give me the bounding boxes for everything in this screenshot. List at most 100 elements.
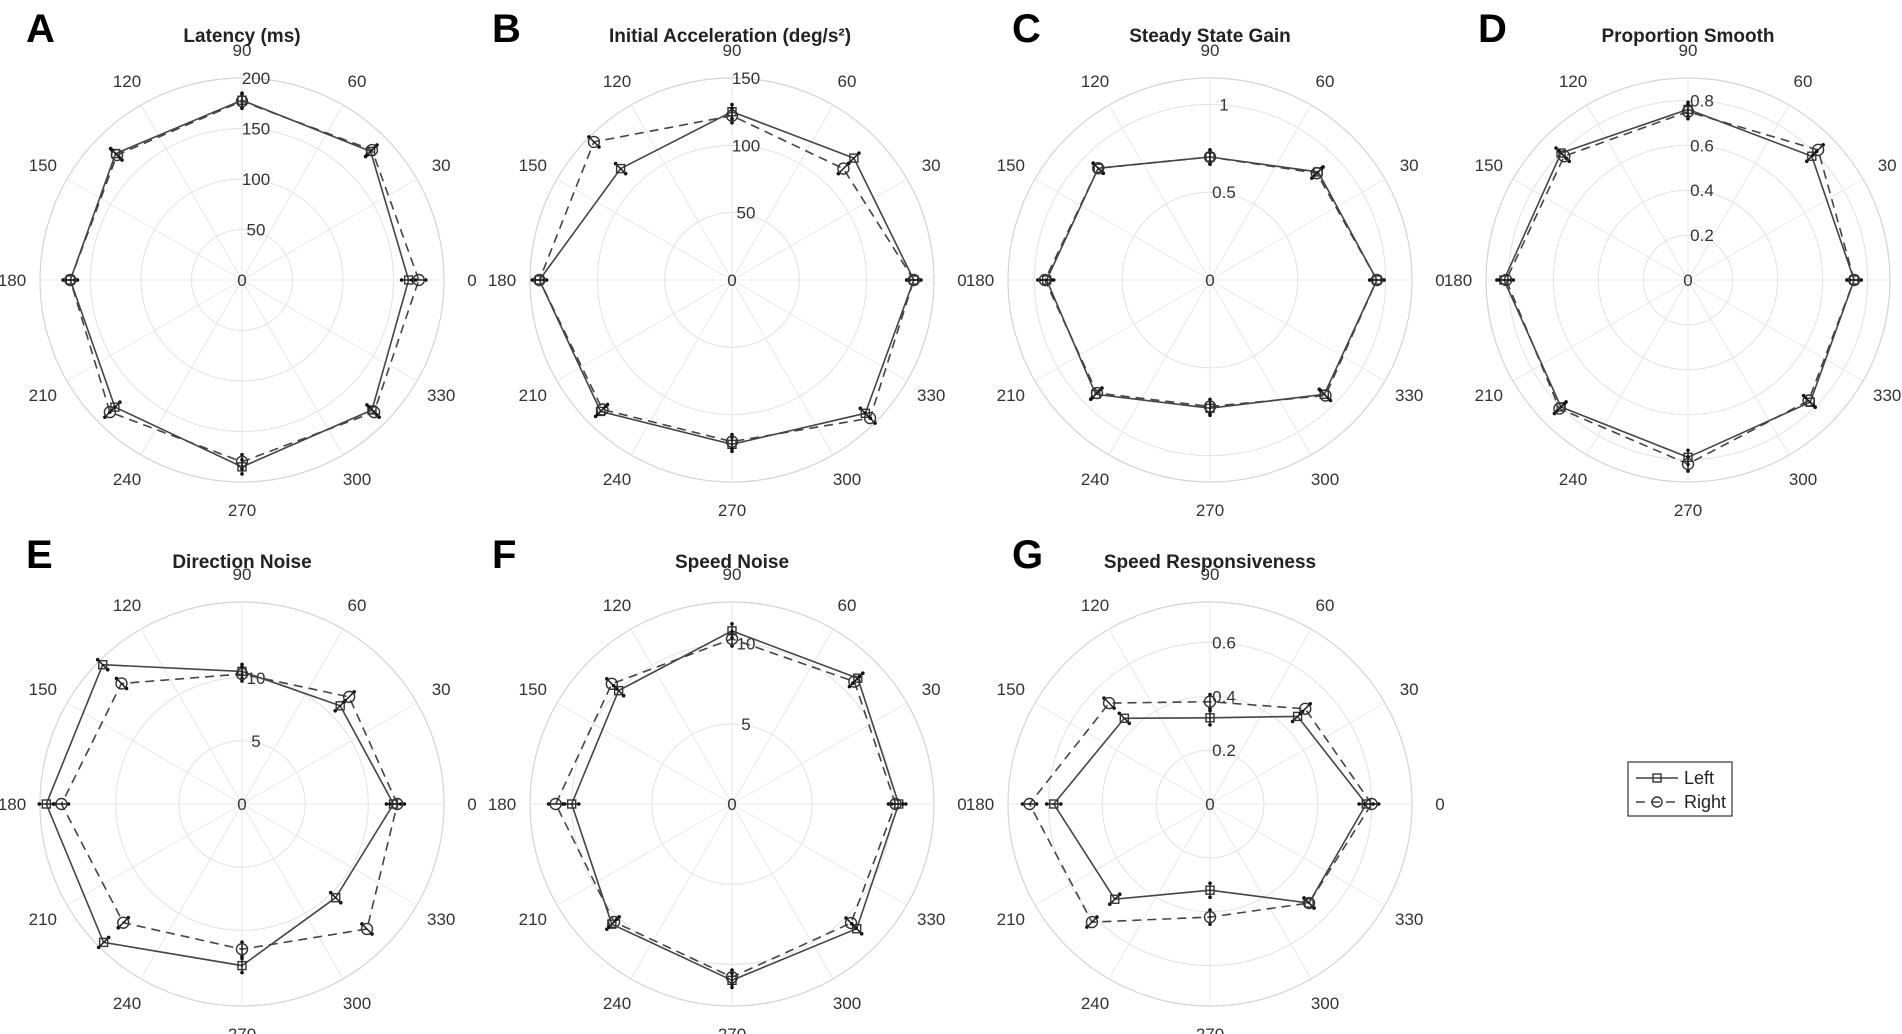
right-point	[1102, 696, 1116, 710]
right-point	[342, 690, 356, 704]
spoke	[630, 279, 733, 456]
error-cap	[730, 432, 734, 437]
error-bar	[115, 677, 127, 689]
left-point	[615, 163, 626, 174]
right-point	[605, 677, 619, 691]
error-bar	[366, 144, 378, 156]
right-point	[235, 942, 249, 956]
error-bar	[864, 412, 876, 424]
angle-tick-label: 270	[1196, 501, 1224, 520]
error-cap	[1362, 802, 1367, 806]
error-cap	[560, 802, 565, 806]
error-cap	[1208, 908, 1212, 912]
error-cap	[1059, 802, 1063, 806]
angle-tick-label: 30	[1878, 156, 1897, 175]
angle-tick-label: 90	[1201, 41, 1220, 60]
error-cap	[240, 662, 244, 667]
error-cap	[424, 278, 428, 282]
spoke	[556, 803, 733, 906]
error-cap	[37, 802, 42, 806]
left-point	[98, 660, 108, 670]
right-point	[360, 922, 374, 936]
left-point	[237, 960, 247, 971]
error-cap	[240, 92, 244, 96]
error-cap	[730, 985, 734, 990]
panel-e: E Direction Noise 0306090120150180210240…	[0, 533, 477, 1034]
error-bar	[1299, 703, 1311, 715]
error-cap	[240, 940, 244, 944]
error-cap	[61, 278, 66, 282]
angle-tick-label: 0	[957, 271, 966, 290]
error-cap	[730, 446, 734, 451]
error-bar	[1553, 403, 1565, 415]
spoke	[241, 702, 418, 805]
spoke	[1687, 178, 1864, 281]
angle-tick-label: 150	[997, 680, 1025, 699]
angle-tick-label: 210	[29, 386, 57, 405]
right-point	[1558, 150, 1571, 163]
angle-tick-label: 210	[1475, 386, 1503, 405]
angle-tick-label: 300	[833, 470, 861, 489]
panel-c: C Steady State Gain 03060901201501802102…	[966, 7, 1445, 520]
spoke	[1586, 279, 1689, 456]
right-point	[103, 405, 117, 419]
spoke	[241, 803, 418, 906]
angle-tick-label: 240	[1559, 470, 1587, 489]
radial-tick-label: 0.2	[1690, 226, 1714, 245]
left-point	[595, 406, 606, 417]
angle-tick-label: 120	[1081, 596, 1109, 615]
angle-tick-label: 270	[1196, 1025, 1224, 1034]
spoke	[731, 702, 908, 805]
right-point	[848, 675, 861, 688]
right-point	[549, 797, 562, 811]
error-cap	[1208, 706, 1212, 711]
legend-left-marker	[1652, 773, 1662, 783]
angle-tick-label: 90	[233, 565, 252, 584]
spoke	[1687, 279, 1790, 456]
angle-tick-label: 30	[432, 680, 451, 699]
error-bar	[1086, 916, 1098, 928]
spoke	[241, 279, 418, 382]
right-point	[725, 970, 739, 984]
right-point	[533, 273, 546, 287]
spoke	[630, 803, 733, 980]
error-cap	[1686, 102, 1690, 107]
angle-tick-label: 240	[603, 470, 631, 489]
left-point	[98, 937, 109, 948]
error-cap	[1208, 162, 1212, 166]
right-point	[117, 916, 130, 929]
angle-tick-label: 30	[1400, 680, 1419, 699]
legend-right-label: Right	[1684, 792, 1726, 812]
right-point	[1038, 273, 1052, 287]
spoke	[1586, 104, 1689, 281]
angle-tick-label: 270	[228, 1025, 256, 1034]
radial-tick-label: 0.2	[1212, 741, 1236, 760]
angle-tick-label: 180	[966, 271, 994, 290]
panel-f: F Speed Noise 03060901201501802102402703…	[488, 533, 967, 1034]
radial-tick-label: 50	[737, 204, 756, 223]
angle-tick-label: 120	[113, 72, 141, 91]
error-cap	[240, 106, 244, 111]
right-point	[844, 916, 858, 930]
left-point	[335, 701, 345, 711]
spoke	[140, 803, 243, 980]
angle-tick-label: 180	[966, 795, 994, 814]
error-cap	[240, 452, 244, 457]
error-cap	[1845, 278, 1849, 282]
panel-title: Direction Noise	[172, 552, 311, 573]
right-point	[725, 632, 739, 646]
radial-tick-label: 10	[247, 669, 266, 688]
angle-tick-label: 330	[1873, 386, 1901, 405]
angle-tick-label: 60	[1316, 72, 1335, 91]
radial-tick-label: 0	[237, 271, 246, 290]
angle-tick-label: 210	[997, 386, 1025, 405]
panel-b: B Initial Acceleration (deg/s²) 03060901…	[488, 7, 967, 520]
error-bar	[1803, 395, 1815, 407]
angle-tick-label: 240	[603, 994, 631, 1013]
angle-tick-label: 150	[519, 156, 547, 175]
angle-tick-label: 210	[519, 386, 547, 405]
radial-tick-label: 0.5	[1212, 183, 1236, 202]
spoke	[731, 803, 834, 980]
radial-tick-label: 0.6	[1690, 136, 1714, 155]
right-point	[1319, 389, 1332, 402]
